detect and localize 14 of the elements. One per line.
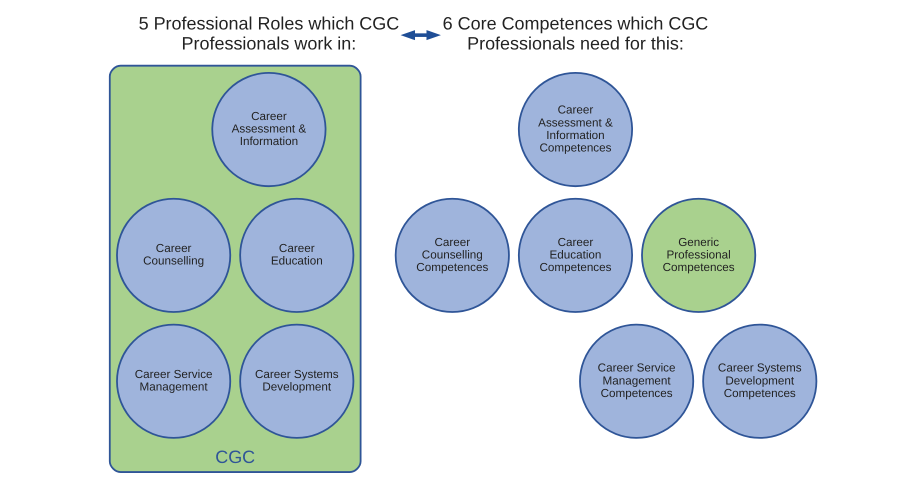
- node-circle: Career Assessment & Information Competences: [518, 72, 633, 188]
- node-circle: Career Counselling: [116, 198, 232, 313]
- node-circle: Career Systems Development: [239, 324, 354, 439]
- node-circle: Career Education Competences: [518, 198, 633, 313]
- node-circle: Career Systems Development Competences: [702, 324, 818, 439]
- node-text: 5 Professional Roles which CGC Professionals work in:: [138, 14, 400, 54]
- node-text: 6 Core Competences which CGC Professionals need for this:: [442, 14, 708, 54]
- node-circle: Career Service Management Competences: [579, 324, 694, 439]
- node-circle: Career Counselling Competences: [394, 198, 510, 313]
- arrow: [400, 30, 441, 40]
- node-circle: Career Assessment & Information: [211, 72, 326, 188]
- node-circle: Career Service Management: [116, 324, 232, 439]
- node-circle: Generic Professional Competences: [641, 198, 756, 313]
- node-circle: Career Education: [239, 198, 354, 313]
